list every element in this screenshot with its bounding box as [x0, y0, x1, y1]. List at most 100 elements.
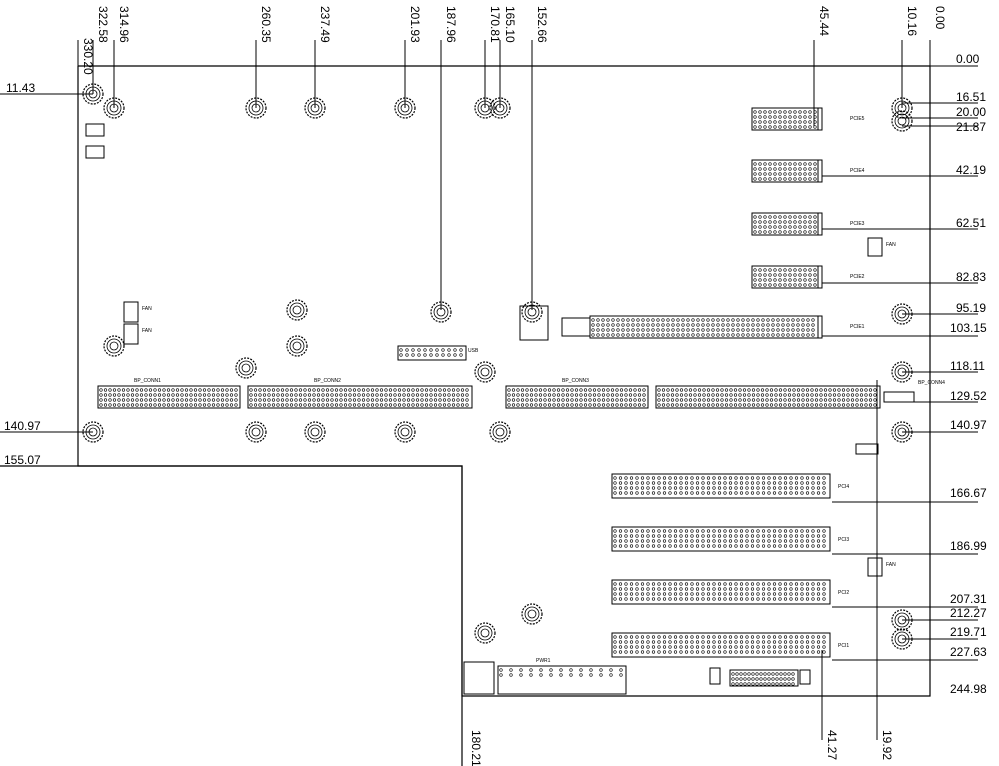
pin [673, 582, 678, 586]
pin [768, 215, 772, 219]
pin [635, 491, 639, 495]
pin [529, 673, 533, 677]
pin [629, 491, 634, 495]
top-dim-260-35: 260.35 [259, 6, 273, 43]
pin [684, 650, 689, 654]
pin [662, 592, 667, 596]
pci3-label: PCI3 [838, 537, 849, 543]
pin [635, 481, 639, 485]
pin [684, 529, 689, 533]
pin [570, 393, 574, 397]
pin [798, 225, 802, 229]
pin [734, 587, 738, 591]
pin [579, 393, 583, 397]
pin [728, 544, 733, 548]
top-dim-165-10: 165.10 [503, 6, 517, 43]
pin [668, 650, 672, 654]
pin [668, 534, 672, 538]
pin [759, 672, 763, 676]
pin [788, 177, 792, 181]
pin [726, 333, 730, 337]
pin [624, 476, 628, 480]
pin [758, 177, 762, 181]
pin [675, 393, 679, 397]
pin [778, 491, 782, 495]
pin [805, 640, 810, 644]
pin [267, 398, 271, 402]
pin [731, 672, 735, 676]
pin [738, 398, 742, 402]
pin [591, 333, 595, 337]
pin [312, 403, 316, 407]
pin [761, 592, 766, 596]
pin [641, 323, 645, 327]
pin [751, 682, 755, 686]
pin [783, 167, 787, 171]
pin [370, 403, 375, 407]
pin [864, 403, 868, 407]
pin [763, 177, 767, 181]
pin [751, 672, 755, 676]
pin [758, 172, 762, 176]
pin [788, 120, 792, 124]
pin [198, 398, 202, 402]
pin [656, 318, 660, 322]
pin [803, 162, 807, 166]
pin [611, 328, 615, 332]
pin [613, 582, 617, 586]
pin [509, 673, 513, 677]
pin [621, 323, 625, 327]
pin [628, 403, 633, 407]
pcie2-slot [751, 265, 823, 289]
pin [637, 393, 642, 397]
pin [803, 125, 807, 129]
pin [657, 486, 661, 490]
pin [793, 115, 797, 119]
pin [646, 491, 650, 495]
pin [601, 323, 605, 327]
bottom-dim-41-27: 41.27 [825, 730, 839, 760]
pin [556, 398, 561, 402]
pin [803, 215, 807, 219]
pin [791, 328, 795, 332]
pin [139, 403, 144, 407]
pin [635, 587, 639, 591]
pin [442, 393, 447, 397]
pin [701, 491, 705, 495]
pin [756, 323, 760, 327]
pin [761, 650, 766, 654]
pin [734, 544, 738, 548]
pin [684, 403, 688, 407]
pin [750, 491, 755, 495]
pin [646, 650, 650, 654]
pin [99, 393, 103, 397]
pin [723, 539, 727, 543]
pin [783, 177, 787, 181]
pin [662, 640, 667, 644]
pin [739, 645, 744, 649]
pin [783, 278, 787, 282]
pin [618, 529, 623, 533]
pin [673, 645, 678, 649]
pin [229, 403, 234, 407]
pin [626, 328, 630, 332]
pin [773, 167, 777, 171]
pin [805, 645, 810, 649]
pin [646, 318, 650, 322]
pin [787, 672, 791, 676]
pin [697, 403, 702, 407]
pin [666, 403, 670, 407]
pin [783, 393, 787, 397]
pin [144, 403, 148, 407]
pin [803, 172, 807, 176]
pin [816, 635, 821, 639]
pin [717, 491, 722, 495]
pcie5-label: PCIE5 [850, 116, 865, 122]
pin [171, 388, 175, 392]
pin [813, 225, 817, 229]
pin [734, 476, 738, 480]
pin [629, 597, 634, 601]
pin [816, 529, 821, 533]
pin [668, 582, 672, 586]
pin [717, 544, 722, 548]
